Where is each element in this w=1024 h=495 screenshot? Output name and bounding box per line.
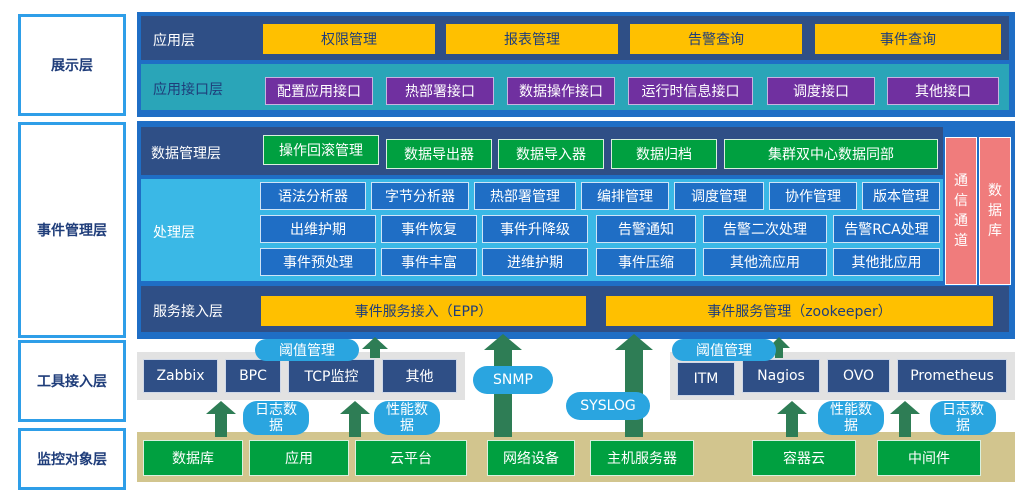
proc-item-enter-maint[interactable]: 进维护期 [482, 248, 588, 276]
app-item-report[interactable]: 报表管理 [446, 24, 618, 54]
proc-item-schedule[interactable]: 调度管理 [674, 182, 764, 210]
tool-ovo[interactable]: OVO [827, 359, 890, 393]
api-item-runtime[interactable]: 运行时信息接口 [628, 77, 753, 105]
service-access-title: 服务接入层 [153, 304, 223, 320]
arrow-up-icon [777, 401, 807, 437]
log-data-pill-right: 日志数据 [930, 401, 996, 435]
snmp-pill: SNMP [473, 366, 553, 394]
proc-item-orchestration[interactable]: 编排管理 [581, 182, 669, 210]
target-container-cloud[interactable]: 容器云 [752, 440, 856, 476]
api-item-other[interactable]: 其他接口 [887, 77, 999, 105]
api-item-hot-deploy[interactable]: 热部署接口 [386, 77, 494, 105]
proc-item-compress[interactable]: 事件压缩 [596, 248, 696, 276]
app-layer-title: 应用层 [153, 33, 195, 49]
proc-item-collab[interactable]: 协作管理 [769, 182, 857, 210]
proc-item-other-batch[interactable]: 其他批应用 [833, 248, 940, 276]
proc-item-other-stream[interactable]: 其他流应用 [703, 248, 827, 276]
perf-data-pill-left: 性能数据 [374, 401, 440, 435]
arrow-up-icon [615, 334, 653, 437]
data-item-exporter[interactable]: 数据导出器 [386, 139, 492, 169]
svc-item-epp[interactable]: 事件服务接入（EPP） [261, 296, 586, 326]
tool-itm[interactable]: ITM [677, 362, 735, 396]
perf-data-pill-right: 性能数据 [818, 401, 884, 435]
tool-zabbix[interactable]: Zabbix [143, 359, 218, 393]
target-network-device[interactable]: 网络设备 [487, 440, 575, 476]
app-item-permission[interactable]: 权限管理 [263, 24, 435, 54]
api-item-schedule[interactable]: 调度接口 [767, 77, 875, 105]
data-item-archive[interactable]: 数据归档 [611, 139, 717, 169]
comm-channel-box: 通信通道 [945, 137, 977, 285]
label-presentation-layer: 展示层 [18, 14, 126, 116]
tool-nagios[interactable]: Nagios [742, 359, 820, 393]
target-middleware[interactable]: 中间件 [877, 440, 981, 476]
database-box: 数据库 [979, 137, 1011, 285]
app-item-alarm-query[interactable]: 告警查询 [630, 24, 802, 54]
data-item-importer[interactable]: 数据导入器 [498, 139, 604, 169]
tool-other[interactable]: 其他 [382, 359, 457, 393]
api-layer-title: 应用接口层 [153, 82, 223, 98]
label-monitor-target-layer: 监控对象层 [18, 428, 126, 490]
arrow-up-icon [768, 337, 790, 358]
app-item-event-query[interactable]: 事件查询 [815, 24, 1001, 54]
arrow-up-icon [890, 401, 920, 437]
presentation-panel: 应用层 权限管理 报表管理 告警查询 事件查询 应用接口层 配置应用接口 热部署… [137, 12, 1015, 117]
proc-item-byte[interactable]: 字节分析器 [371, 182, 469, 210]
service-access-band: 服务接入层 事件服务接入（EPP） 事件服务管理（zookeeper） [141, 286, 1009, 332]
syslog-pill: SYSLOG [566, 392, 650, 420]
app-layer-band: 应用层 权限管理 报表管理 告警查询 事件查询 [141, 16, 1009, 60]
api-item-config[interactable]: 配置应用接口 [265, 77, 373, 105]
arrow-up-icon [340, 401, 370, 437]
target-host-server[interactable]: 主机服务器 [590, 440, 694, 476]
target-application[interactable]: 应用 [249, 440, 349, 476]
event-mgmt-panel: 数据管理层 操作回滚管理 数据导出器 数据导入器 数据归档 集群双中心数据同部 … [137, 121, 1015, 339]
tool-prometheus[interactable]: Prometheus [897, 359, 1007, 393]
proc-item-enrich[interactable]: 事件丰富 [381, 248, 477, 276]
arrow-up-icon [206, 401, 236, 437]
proc-item-hot-deploy[interactable]: 热部署管理 [474, 182, 576, 210]
log-data-pill-left: 日志数据 [243, 401, 309, 435]
label-tool-access-layer: 工具接入层 [18, 340, 126, 422]
proc-item-exit-maint[interactable]: 出维护期 [260, 215, 376, 243]
tool-bpc[interactable]: BPC [225, 359, 281, 393]
data-item-cluster-sync[interactable]: 集群双中心数据同部 [724, 139, 938, 169]
target-cloud-platform[interactable]: 云平台 [355, 440, 467, 476]
proc-item-preprocess[interactable]: 事件预处理 [260, 248, 376, 276]
processing-band: 处理层 语法分析器 字节分析器 热部署管理 编排管理 调度管理 协作管理 版本管… [141, 179, 943, 281]
threshold-pill-left: 阈值管理 [255, 339, 359, 361]
proc-item-version[interactable]: 版本管理 [862, 182, 940, 210]
threshold-pill-right: 阈值管理 [672, 339, 776, 361]
api-layer-band: 应用接口层 配置应用接口 热部署接口 数据操作接口 运行时信息接口 调度接口 其… [141, 64, 1009, 110]
api-item-data-op[interactable]: 数据操作接口 [507, 77, 615, 105]
proc-item-syntax[interactable]: 语法分析器 [260, 182, 366, 210]
arrow-up-icon [362, 337, 388, 358]
proc-item-alarm-notify[interactable]: 告警通知 [596, 215, 696, 243]
processing-title: 处理层 [153, 225, 195, 241]
proc-item-escalate[interactable]: 事件升降级 [482, 215, 588, 243]
proc-item-alarm-rca[interactable]: 告警RCA处理 [833, 215, 940, 243]
data-mgmt-band: 数据管理层 操作回滚管理 数据导出器 数据导入器 数据归档 集群双中心数据同部 [141, 127, 943, 175]
svc-item-zookeeper[interactable]: 事件服务管理（zookeeper） [606, 296, 993, 326]
tool-tcp-monitor[interactable]: TCP监控 [288, 359, 375, 393]
data-mgmt-title: 数据管理层 [151, 146, 221, 162]
target-database[interactable]: 数据库 [143, 440, 243, 476]
data-item-rollback[interactable]: 操作回滚管理 [263, 135, 379, 165]
proc-item-event-recover[interactable]: 事件恢复 [381, 215, 477, 243]
proc-item-alarm-secondary[interactable]: 告警二次处理 [703, 215, 827, 243]
label-event-mgmt-layer: 事件管理层 [18, 122, 126, 338]
